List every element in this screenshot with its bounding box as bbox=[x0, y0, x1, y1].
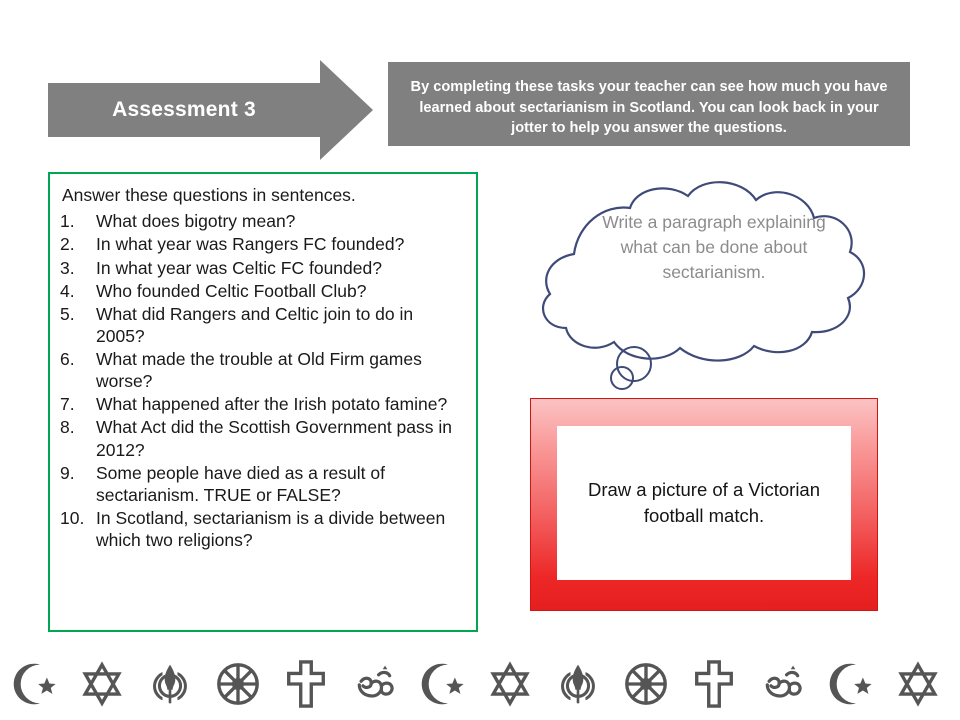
assessment-title: Assessment 3 bbox=[112, 98, 256, 121]
arrow-shape-icon bbox=[48, 60, 373, 160]
picture-frame: Draw a picture of a Victorian football m… bbox=[530, 398, 878, 611]
picture-frame-caption: Draw a picture of a Victorian football m… bbox=[587, 479, 821, 526]
assessment-arrow-banner: Assessment 3 bbox=[48, 60, 373, 160]
question-text: In Scotland, sectarianism is a divide be… bbox=[96, 507, 446, 551]
star-of-david-icon bbox=[476, 653, 544, 715]
thought-cloud-tail-icon bbox=[610, 346, 652, 390]
crescent-star-icon bbox=[408, 653, 476, 715]
question-text: What did Rangers and Celtic join to do i… bbox=[96, 303, 414, 346]
question-number: 6. bbox=[60, 349, 75, 370]
khanda-icon bbox=[544, 653, 612, 715]
question-item: 10. In Scotland, sectarianism is a divide… bbox=[60, 507, 466, 551]
crescent-star-icon bbox=[816, 653, 884, 715]
dharma-wheel-icon bbox=[204, 653, 272, 715]
intro-note-text: By completing these tasks your teacher c… bbox=[410, 78, 888, 137]
question-text: What Act did the Scottish Government pas… bbox=[96, 417, 453, 460]
questions-instruction: Answer these questions in sentences. bbox=[62, 185, 356, 205]
question-number: 10. bbox=[60, 507, 85, 528]
question-number: 3. bbox=[60, 257, 75, 278]
question-item: 5. What did Rangers and Celtic join to do… bbox=[60, 303, 466, 347]
religious-symbols-strip bbox=[0, 648, 960, 720]
question-item: 9. Some people have died as a result of s… bbox=[60, 462, 466, 506]
intro-note-box: By completing these tasks your teacher c… bbox=[388, 62, 910, 146]
question-number: 4. bbox=[60, 280, 75, 301]
crescent-star-icon bbox=[0, 653, 68, 715]
question-number: 8. bbox=[60, 417, 75, 438]
cross-icon bbox=[272, 653, 340, 715]
picture-drawing-area[interactable]: Draw a picture of a Victorian football m… bbox=[557, 426, 851, 580]
question-text: What happened after the Irish potato fam… bbox=[96, 394, 448, 415]
question-text: Who founded Celtic Football Club? bbox=[96, 280, 367, 301]
khanda-icon bbox=[136, 653, 204, 715]
question-item: 6. What made the trouble at Old Firm game… bbox=[60, 348, 466, 392]
questions-list: 1. What does bigotry mean? 2. In what year … bbox=[60, 210, 466, 551]
thought-cloud-icon bbox=[542, 181, 866, 390]
star-of-david-icon bbox=[68, 653, 136, 715]
question-text: In what year was Celtic FC founded? bbox=[96, 257, 382, 278]
question-item: 7. What happened after the Irish potato f… bbox=[60, 393, 466, 415]
om-icon bbox=[748, 653, 816, 715]
dharma-wheel-icon bbox=[612, 653, 680, 715]
cross-icon bbox=[680, 653, 748, 715]
question-text: Some people have died as a result of sec… bbox=[96, 462, 385, 505]
question-item: 8. What Act did the Scottish Government p… bbox=[60, 416, 466, 460]
question-number: 5. bbox=[60, 303, 75, 324]
question-item: 4. Who founded Celtic Football Club? bbox=[60, 280, 466, 302]
question-number: 2. bbox=[60, 234, 75, 255]
copyright-antlers-icon bbox=[952, 653, 960, 715]
thought-cloud-callout: Write a paragraph explaining what can be… bbox=[512, 166, 912, 396]
question-number: 7. bbox=[60, 394, 75, 415]
thought-cloud-text: Write a paragraph explaining what can be… bbox=[602, 212, 826, 282]
question-item: 3. In what year was Celtic FC founded? bbox=[60, 257, 466, 279]
star-of-david-icon bbox=[884, 653, 952, 715]
question-text: What made the trouble at Old Firm games … bbox=[96, 349, 422, 392]
questions-panel: Answer these questions in sentences. 1. W… bbox=[48, 172, 478, 632]
question-item: 1. What does bigotry mean? bbox=[60, 210, 466, 232]
om-icon bbox=[340, 653, 408, 715]
question-number: 1. bbox=[60, 211, 75, 232]
question-text: What does bigotry mean? bbox=[96, 211, 296, 232]
question-number: 9. bbox=[60, 462, 75, 483]
question-item: 2. In what year was Rangers FC founded? bbox=[60, 233, 466, 255]
question-text: In what year was Rangers FC founded? bbox=[96, 234, 405, 255]
